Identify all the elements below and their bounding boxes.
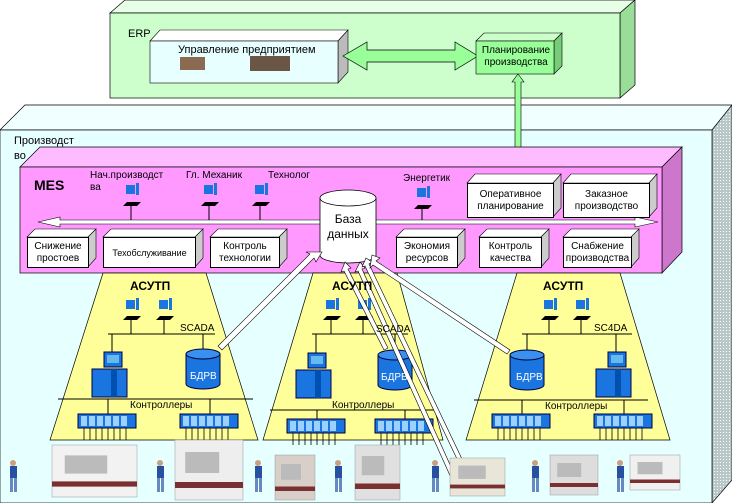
module-line: производство (574, 200, 639, 212)
module-line: простоев (36, 252, 80, 264)
asutp-3-bdrv: БДРВ (516, 372, 543, 383)
module-maintenance[interactable]: Техобслуживание (103, 237, 196, 268)
server-icon (91, 351, 128, 398)
workstation-icon (541, 298, 559, 334)
role-line-2: ва (90, 182, 101, 193)
office-photo-icon (180, 57, 205, 70)
enterprise-management-box (149, 29, 349, 84)
asutp-3-controllers: Контроллеры (545, 401, 608, 412)
asutp-3-title: АСУТП (543, 279, 584, 293)
role-power-engineer: Энергетик (403, 173, 451, 184)
workstation-icon (123, 298, 141, 334)
workstation-icon (201, 183, 219, 220)
asutp-2-scada: SCADA (376, 324, 411, 335)
worker-icon (432, 460, 439, 492)
database-label-line-1: База (334, 212, 362, 226)
enterprise-management-label: Управление предприятием (178, 44, 316, 56)
module-line: Снабжение (571, 240, 624, 252)
worker-icon (157, 460, 164, 492)
role-technologist: Технолог (268, 170, 310, 181)
role-chief-mechanic: Гл. Механик (186, 170, 242, 181)
asutp-1-controllers: Контроллеры (130, 400, 193, 411)
worker-icon (532, 460, 539, 492)
database-cylinder (319, 189, 377, 264)
db-link-arrows (217, 251, 511, 483)
module-line: Снижение (34, 240, 82, 252)
machine-tool-icon (629, 454, 681, 491)
controller-rack-icon (179, 413, 239, 440)
module-line: Заказное (585, 188, 628, 200)
production-planning-line-1: Планирование (481, 45, 551, 56)
module-operational-planning[interactable]: Оперативное планирование (467, 183, 554, 218)
role-terminals (123, 183, 432, 220)
server-icon (295, 352, 332, 399)
production-planning-label: Планирование производства (478, 45, 554, 69)
role-head-of-production: Нач.производст ва (90, 170, 163, 194)
rtdb-cylinder-icon (509, 349, 545, 391)
meeting-photo-icon (250, 56, 290, 71)
module-downtime-reduction[interactable]: Снижение простоев (27, 237, 89, 268)
module-line: ресурсов (405, 252, 449, 264)
mes-label: MES (34, 177, 65, 193)
machine-tool-icon (354, 444, 401, 501)
asutp-1-title: АСУТП (130, 279, 171, 293)
asutp-3-scada: SC4DA (594, 323, 628, 334)
worker-icon (10, 460, 17, 492)
erp-label: ERP (128, 28, 151, 40)
worker-icon (335, 460, 342, 492)
controller-rack-icon (593, 413, 653, 440)
database-label-line-2: данных (327, 227, 369, 241)
controller-rack-icon (374, 418, 434, 445)
workstation-icon (156, 298, 174, 334)
module-line: Контроль (488, 240, 533, 252)
machine-tool-icon (274, 454, 316, 501)
module-line: технологии (218, 252, 271, 264)
production-planning-line-2: производства (484, 57, 548, 68)
module-line: Контроль (223, 240, 267, 252)
rtdb-cylinder-icon (185, 348, 221, 390)
machine-tool-icon (549, 454, 599, 496)
module-custom-production[interactable]: Заказное производство (563, 183, 650, 218)
worker-icon (617, 460, 624, 492)
module-line: Оперативное (479, 188, 542, 200)
production-label-line-1: Производст (14, 135, 74, 147)
production-label-line-2: во (14, 150, 26, 162)
workstation-icon (323, 298, 341, 334)
module-production-supply[interactable]: Снабжение производства (563, 237, 632, 268)
server-icon (595, 351, 632, 398)
module-technology-control[interactable]: Контроль технологии (210, 237, 280, 268)
database-label: База данных (320, 212, 376, 242)
module-line: Экономия (403, 240, 451, 252)
controller-rack-icon (77, 413, 137, 440)
production-planning-box (475, 32, 563, 75)
machine-tool-icon (51, 444, 138, 498)
machine-tool-icon (449, 457, 506, 497)
controller-rack-icon (491, 413, 551, 440)
controller-rack-icon (286, 418, 346, 445)
asutp-2-controllers: Контроллеры (332, 400, 395, 411)
asutp-1-bdrv: БДРВ (190, 371, 217, 382)
worker-icon (255, 460, 262, 492)
production-label: Производст во (14, 134, 74, 164)
module-line: Техобслуживание (112, 247, 187, 258)
module-quality-control[interactable]: Контроль качества (479, 237, 542, 268)
module-resource-saving[interactable]: Экономия ресурсов (396, 237, 458, 268)
module-line: производства (565, 252, 630, 264)
asutp-1-scada: SCADA (180, 323, 215, 334)
shop-floor (10, 439, 681, 501)
workstation-icon (123, 183, 141, 220)
workstation-icon (252, 183, 270, 220)
role-line-1: Нач.производст (90, 170, 164, 181)
module-line: планирование (477, 200, 544, 212)
machine-tool-icon (174, 439, 244, 501)
asutp-2-bdrv: БДРВ (381, 372, 408, 383)
module-line: качества (489, 252, 532, 264)
workstation-icon (573, 298, 591, 334)
workstation-icon (414, 186, 432, 220)
asutp-2-title: АСУТП (332, 279, 373, 293)
